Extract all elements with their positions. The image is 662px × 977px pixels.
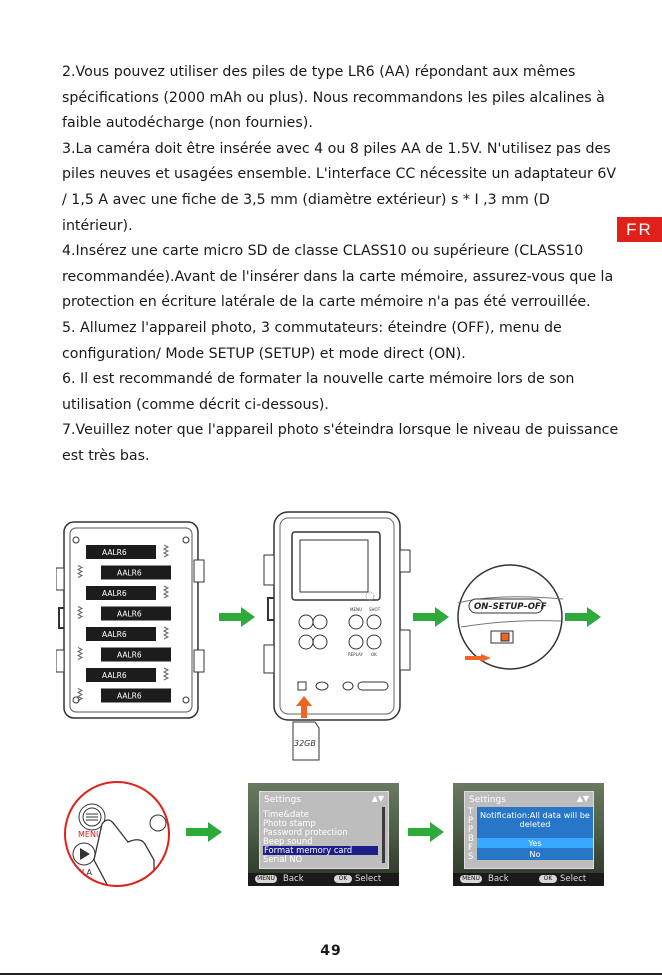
back-label: Back [488, 874, 509, 884]
menu-initials: T P P B F S [468, 806, 474, 861]
battery [86, 586, 156, 600]
yes-option[interactable]: Yes [477, 838, 593, 848]
scrollbar[interactable] [382, 807, 385, 863]
language-tag: FR [617, 217, 662, 242]
shot-button-label: SHOT [369, 607, 381, 612]
arrow-right-icon [565, 607, 601, 627]
menu-item-serial-no[interactable]: Serial NO [263, 854, 303, 864]
battery [101, 647, 171, 662]
select-label: Select [355, 874, 382, 884]
spring-contact [76, 565, 84, 578]
paragraph-2: 2.Vous pouvez utiliser des piles de type… [62, 64, 605, 132]
battery-label: AALR6 [117, 651, 142, 660]
settings-menu-box: Settings ▲▼ Time&date Photo stamp Passwo… [259, 791, 389, 869]
switch-zoom-illustration: ON–SETUP–OFF [457, 564, 564, 670]
spring-contact [76, 647, 84, 660]
replay-button-label: REPLAY [348, 652, 363, 657]
arrow-right-icon [219, 607, 255, 627]
ok-pill: OK [334, 875, 352, 883]
menu-item-password-protection[interactable]: Password protection [263, 827, 348, 837]
battery-label: AALR6 [117, 569, 142, 578]
notification-text: Notification:All data will be deleted [480, 810, 590, 829]
battery-label: AALR6 [117, 610, 142, 619]
screen-bottom-bar: MENU Back OK Select [453, 873, 604, 886]
sd-card-icon: 32GB [292, 721, 320, 761]
ok-button-label: OK [371, 652, 377, 657]
zoom-menu-label: MENU [78, 830, 102, 839]
instructions-text: 2.Vous pouvez utiliser des piles de type… [62, 60, 622, 470]
arrow-right-icon [413, 607, 449, 627]
format-confirm-screen: Settings ▲▼ T P P B F S Notification:All… [453, 783, 604, 886]
camera-open-illustration: MENU SHOT REPLAY OK [263, 511, 411, 721]
arrow-right-icon [186, 822, 222, 842]
menu-item-beep-sound[interactable]: Beep sound [263, 836, 313, 846]
spring-contact [162, 667, 170, 681]
battery-label: AALR6 [102, 548, 127, 557]
menu-pill: MENU [255, 875, 277, 883]
settings-title: Settings [264, 795, 301, 805]
battery-label: AALR6 [117, 692, 142, 701]
battery [86, 668, 156, 682]
menu-pill: MENU [460, 875, 482, 883]
ok-pill: OK [539, 875, 557, 883]
page-number: 49 [320, 943, 342, 959]
bottom-rule [0, 973, 662, 975]
paragraph-4: 4.Insérez une carte micro SD de classe C… [62, 243, 614, 311]
notification-dialog: Notification:All data will be deleted Ye… [477, 807, 593, 860]
spring-contact [162, 626, 170, 640]
select-label: Select [560, 874, 587, 884]
menu-item-time-date[interactable]: Time&date [263, 809, 309, 819]
switch-label: ON–SETUP–OFF [474, 602, 547, 612]
battery-label: AALR6 [102, 589, 127, 598]
settings-menu-box: Settings ▲▼ T P P B F S Notification:All… [464, 791, 594, 869]
back-label: Back [283, 874, 304, 884]
battery [101, 565, 171, 580]
settings-title: Settings [469, 795, 506, 805]
settings-menu-screen: Settings ▲▼ Time&date Photo stamp Passwo… [248, 783, 399, 886]
spring-contact [162, 585, 170, 599]
screen-bottom-bar: MENU Back OK Select [248, 873, 399, 886]
spring-contact [76, 688, 84, 701]
scroll-arrows-icon: ▲▼ [371, 794, 384, 803]
spring-contact [162, 544, 170, 558]
menu-button-label: MENU [350, 607, 362, 612]
paragraph-5: 5. Allumez l'appareil photo, 3 commutate… [62, 319, 562, 362]
paragraph-3: 3.La caméra doit être insérée avec 4 ou … [62, 140, 617, 234]
spring-contact [76, 606, 84, 619]
scroll-arrows-icon: ▲▼ [576, 794, 589, 803]
no-option[interactable]: No [529, 849, 541, 859]
battery [101, 606, 171, 621]
battery-label: AALR6 [102, 630, 127, 639]
paragraph-7: 7.Veuillez noter que l'appareil photo s'… [62, 422, 619, 464]
paragraph-6: 6. Il est recommandé de formater la nouv… [62, 371, 575, 413]
battery [86, 627, 156, 641]
menu-button-zoom-illustration: MENU EPLA [64, 781, 170, 887]
menu-item-format-memory-card[interactable]: Format memory card [263, 846, 378, 855]
arrow-right-icon [408, 822, 444, 842]
menu-item-photo-stamp[interactable]: Photo stamp [263, 818, 316, 828]
battery [86, 545, 156, 559]
insert-up-arrow-icon [296, 696, 312, 718]
sd-card-label: 32GB [294, 739, 316, 748]
battery-label: AALR6 [102, 671, 127, 680]
battery [101, 688, 171, 703]
